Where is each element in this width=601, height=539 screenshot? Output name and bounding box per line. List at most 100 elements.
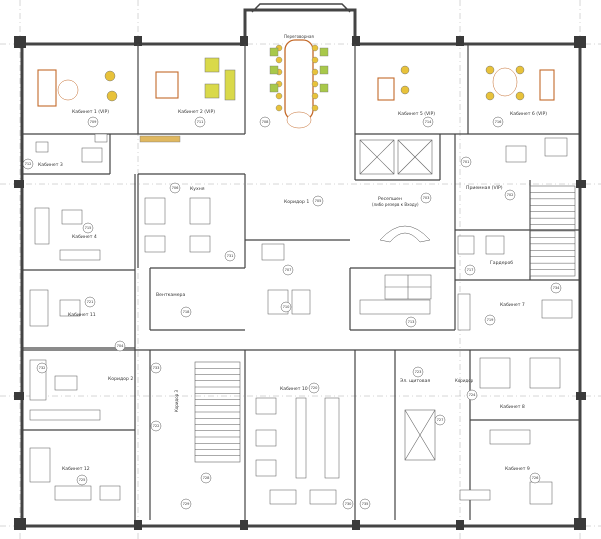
room-tag: 714 (422, 116, 434, 128)
room-label-corr1: Коридор 1 (284, 199, 309, 205)
room-label-conf: Переговорная (284, 34, 314, 39)
room-tag: 719 (484, 314, 496, 326)
room-label-cab7: Кабинет 7 (500, 302, 525, 308)
room-label-cab12: Кабинет 12 (62, 466, 90, 472)
room-tag: 722 (150, 420, 162, 432)
svg-text:709: 709 (90, 120, 98, 124)
vip-furniture (37, 47, 555, 143)
room-tag: 711 (194, 116, 206, 128)
room-tag: 715 (82, 222, 94, 234)
svg-text:719: 719 (487, 318, 495, 322)
room-tag: 703 (420, 192, 432, 204)
svg-text:722: 722 (153, 424, 160, 428)
room-tag: 709 (87, 116, 99, 128)
svg-text:721: 721 (87, 300, 94, 304)
svg-text:705: 705 (315, 199, 322, 203)
conference-chair (311, 56, 319, 64)
svg-text:726: 726 (532, 476, 540, 480)
conference-chair (311, 44, 319, 52)
room-label-cab4: Кабинет 4 (72, 234, 97, 240)
room-tag: 732 (36, 362, 48, 374)
room-label-hall: Эл. щитовая (400, 378, 430, 384)
svg-text:707: 707 (285, 268, 292, 272)
room-label-cab11: Кабинет 11 (68, 312, 96, 318)
svg-text:703: 703 (423, 196, 430, 200)
room-tag: 728 (200, 472, 212, 484)
svg-text:725: 725 (79, 478, 86, 482)
room-tag: 721 (84, 296, 96, 308)
room-tag: 701 (460, 156, 472, 168)
room-tag: 735 (359, 498, 371, 510)
room-tag: 707 (282, 264, 294, 276)
conference-chair (275, 104, 283, 112)
room-tag: 733 (150, 362, 162, 374)
svg-text:701: 701 (463, 160, 470, 164)
svg-text:708: 708 (262, 120, 270, 124)
svg-text:712: 712 (25, 162, 32, 166)
room-label-reception-sub: (либо резерв к Входу) (372, 202, 419, 207)
room-label-stair: Коридор (455, 378, 474, 383)
room-label-corr3: Коридор 3 (174, 390, 179, 412)
room-tag: 723 (412, 366, 424, 378)
conference-chair (311, 104, 319, 112)
room-tag: 704 (114, 340, 126, 352)
room-tag: 706 (169, 182, 181, 194)
room-tag: 727 (434, 414, 446, 426)
svg-text:711: 711 (197, 120, 204, 124)
room-tag: 729 (180, 498, 192, 510)
room-label-corr2: Коридор 2 (108, 376, 133, 382)
room-tag: 702 (504, 189, 516, 201)
room-label-wardrobe: Гардероб (490, 260, 513, 266)
svg-text:713: 713 (408, 320, 415, 324)
svg-text:717: 717 (467, 268, 474, 272)
stairs (194, 185, 576, 463)
svg-text:734: 734 (553, 286, 561, 290)
room-label-cab3: Кабинет 3 (38, 162, 63, 168)
room-label-cab10: Кабинет 10 (280, 386, 308, 392)
elevator-shafts (359, 139, 436, 461)
room-number-tags: 709 711 708 714 716 712 706 705 703 702 … (22, 116, 562, 510)
room-label-venti: Венткамера (156, 292, 185, 298)
room-label-cab1: Кабинет 1 (VIP) (72, 109, 109, 115)
svg-text:710: 710 (283, 305, 291, 309)
svg-text:720: 720 (311, 386, 319, 390)
room-tag: 712 (22, 158, 34, 170)
room-label-kitchen: Кухня (190, 186, 205, 192)
room-tag: 725 (76, 474, 88, 486)
room-tag: 716 (492, 116, 504, 128)
svg-text:735: 735 (362, 502, 369, 506)
room-tag: 708 (259, 116, 271, 128)
conference-chair (311, 80, 319, 88)
svg-text:706: 706 (172, 186, 180, 190)
room-label-cab5: Кабинет 5 (VIP) (398, 111, 435, 117)
room-label-cab2: Кабинет 2 (VIP) (178, 109, 215, 115)
svg-text:730: 730 (345, 502, 353, 506)
svg-text:727: 727 (437, 418, 444, 422)
svg-text:714: 714 (425, 120, 433, 124)
room-tag: 734 (550, 282, 562, 294)
room-label-reception: Ресепшен (378, 196, 402, 202)
svg-text:704: 704 (117, 344, 125, 348)
room-tag: 730 (342, 498, 354, 510)
partitions (22, 44, 580, 520)
room-label-lobbyvip: Приемная (VIP) (466, 185, 503, 191)
svg-text:724: 724 (469, 393, 477, 397)
conference-chair (275, 92, 283, 100)
svg-text:728: 728 (203, 476, 211, 480)
conference-chair (311, 68, 319, 76)
conference-chair (275, 56, 283, 64)
conference-table (275, 39, 319, 129)
room-label-cab9: Кабинет 9 (505, 466, 530, 472)
svg-text:715: 715 (85, 226, 92, 230)
room-label-cab8: Кабинет 8 (500, 404, 525, 410)
room-tag: 731 (224, 250, 236, 262)
room-tag: 724 (466, 389, 478, 401)
svg-text:731: 731 (227, 254, 234, 258)
svg-text:729: 729 (183, 502, 191, 506)
room-tag: 717 (464, 264, 476, 276)
svg-text:732: 732 (39, 366, 46, 370)
conference-chair (311, 92, 319, 100)
room-tag: 710 (280, 301, 292, 313)
room-tag: 705 (312, 195, 324, 207)
